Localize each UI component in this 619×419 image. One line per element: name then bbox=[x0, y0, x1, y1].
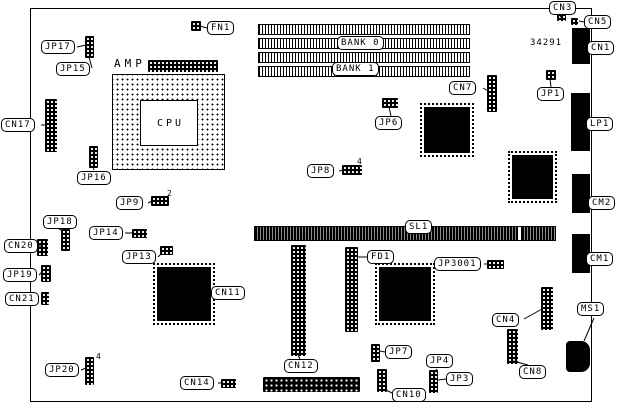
label-cn10: CN10 bbox=[392, 388, 426, 402]
jp20-pin-count: 4 bbox=[96, 352, 101, 361]
label-jp17: JP17 bbox=[41, 40, 75, 54]
cn1-port bbox=[572, 28, 590, 64]
label-cn21: CN21 bbox=[5, 292, 39, 306]
label-jp16: JP16 bbox=[77, 171, 111, 185]
label-cn7: CN7 bbox=[449, 81, 477, 95]
fn1-header bbox=[191, 21, 201, 31]
front-panel-header bbox=[263, 377, 360, 392]
label-jp18: JP18 bbox=[43, 215, 77, 229]
cn11-ic bbox=[153, 263, 215, 325]
jp14-jumper bbox=[132, 229, 147, 238]
label-cn1: CN1 bbox=[587, 41, 615, 55]
cm2-port bbox=[572, 174, 590, 213]
label-cm1: CM1 bbox=[586, 252, 614, 266]
jp7-jumper bbox=[371, 344, 380, 362]
jp13-jumper bbox=[160, 246, 173, 255]
cn10-connector bbox=[377, 369, 387, 392]
chipset-ic-1 bbox=[420, 103, 474, 157]
label-jp6: JP6 bbox=[375, 116, 403, 130]
cn21-connector bbox=[41, 292, 49, 305]
label-cm2: CM2 bbox=[588, 196, 616, 210]
cn3-header bbox=[557, 14, 566, 21]
jp9-pin-count: 2 bbox=[167, 189, 172, 198]
jp9-jumper bbox=[151, 196, 169, 206]
jp20-jumper bbox=[85, 357, 94, 385]
jp16-jumper bbox=[89, 146, 98, 168]
cn12-connector bbox=[291, 245, 306, 356]
cpu-socket: CPU bbox=[112, 74, 225, 170]
label-jp15: JP15 bbox=[56, 62, 90, 76]
label-cn12: CN12 bbox=[284, 359, 318, 373]
jp3001-jumper bbox=[487, 260, 504, 269]
label-cn14: CN14 bbox=[180, 376, 214, 390]
jp19-jumper bbox=[41, 265, 51, 282]
label-jp9: JP9 bbox=[116, 196, 144, 210]
cn17-connector bbox=[45, 99, 57, 152]
label-fn1: FN1 bbox=[207, 21, 235, 35]
jp8-pin-count: 4 bbox=[357, 157, 362, 166]
amp-regulator-bar bbox=[148, 60, 218, 72]
amp-label: AMP bbox=[114, 57, 146, 70]
jp18-jumper bbox=[61, 229, 70, 251]
label-jp4: JP4 bbox=[426, 354, 454, 368]
label-jp1: JP1 bbox=[537, 87, 565, 101]
label-cn20: CN20 bbox=[4, 239, 38, 253]
cn5-header bbox=[571, 18, 578, 25]
label-jp3001: JP3001 bbox=[434, 257, 481, 271]
jp1-jumper bbox=[546, 70, 556, 80]
cn4-connector bbox=[541, 287, 553, 330]
label-jp20: JP20 bbox=[45, 363, 79, 377]
label-jp7: JP7 bbox=[385, 345, 413, 359]
sl1-slot-key bbox=[517, 227, 522, 240]
ms1-port bbox=[566, 341, 590, 372]
cn20-connector bbox=[37, 239, 48, 256]
label-jp8: JP8 bbox=[307, 164, 335, 178]
cpu-label: CPU bbox=[140, 100, 198, 146]
jp4-jp3-jumper bbox=[429, 370, 438, 393]
cn7-connector bbox=[487, 75, 497, 112]
jp17-jp15-jumper bbox=[85, 36, 94, 58]
cm1-port bbox=[572, 234, 590, 273]
label-jp19: JP19 bbox=[3, 268, 37, 282]
fd1-connector bbox=[345, 247, 358, 332]
label-cn5: CN5 bbox=[584, 15, 612, 29]
chipset-ic-3 bbox=[375, 263, 435, 325]
jp6-jumper bbox=[382, 98, 398, 108]
label-bank0: BANK 0 bbox=[337, 36, 384, 50]
label-jp14: JP14 bbox=[89, 226, 123, 240]
label-cn8: CN8 bbox=[519, 365, 547, 379]
cn14-connector bbox=[221, 379, 236, 388]
label-ms1: MS1 bbox=[577, 302, 605, 316]
label-lp1: LP1 bbox=[586, 117, 614, 131]
label-cn3: CN3 bbox=[549, 1, 577, 15]
label-sl1: SL1 bbox=[405, 220, 433, 234]
part-number: 34291 bbox=[530, 38, 563, 48]
label-jp13: JP13 bbox=[122, 250, 156, 264]
chipset-ic-2 bbox=[508, 151, 557, 203]
label-cn17: CN17 bbox=[1, 118, 35, 132]
cn8-connector bbox=[507, 329, 518, 364]
label-cn4: CN4 bbox=[492, 313, 520, 327]
memory-slot-1 bbox=[258, 24, 470, 35]
jp8-jumper bbox=[342, 165, 362, 175]
lp1-port bbox=[571, 93, 590, 151]
label-jp3: JP3 bbox=[446, 372, 474, 386]
label-bank1: BANK 1 bbox=[332, 62, 379, 76]
label-fd1: FD1 bbox=[367, 250, 395, 264]
label-cn11: CN11 bbox=[211, 286, 245, 300]
